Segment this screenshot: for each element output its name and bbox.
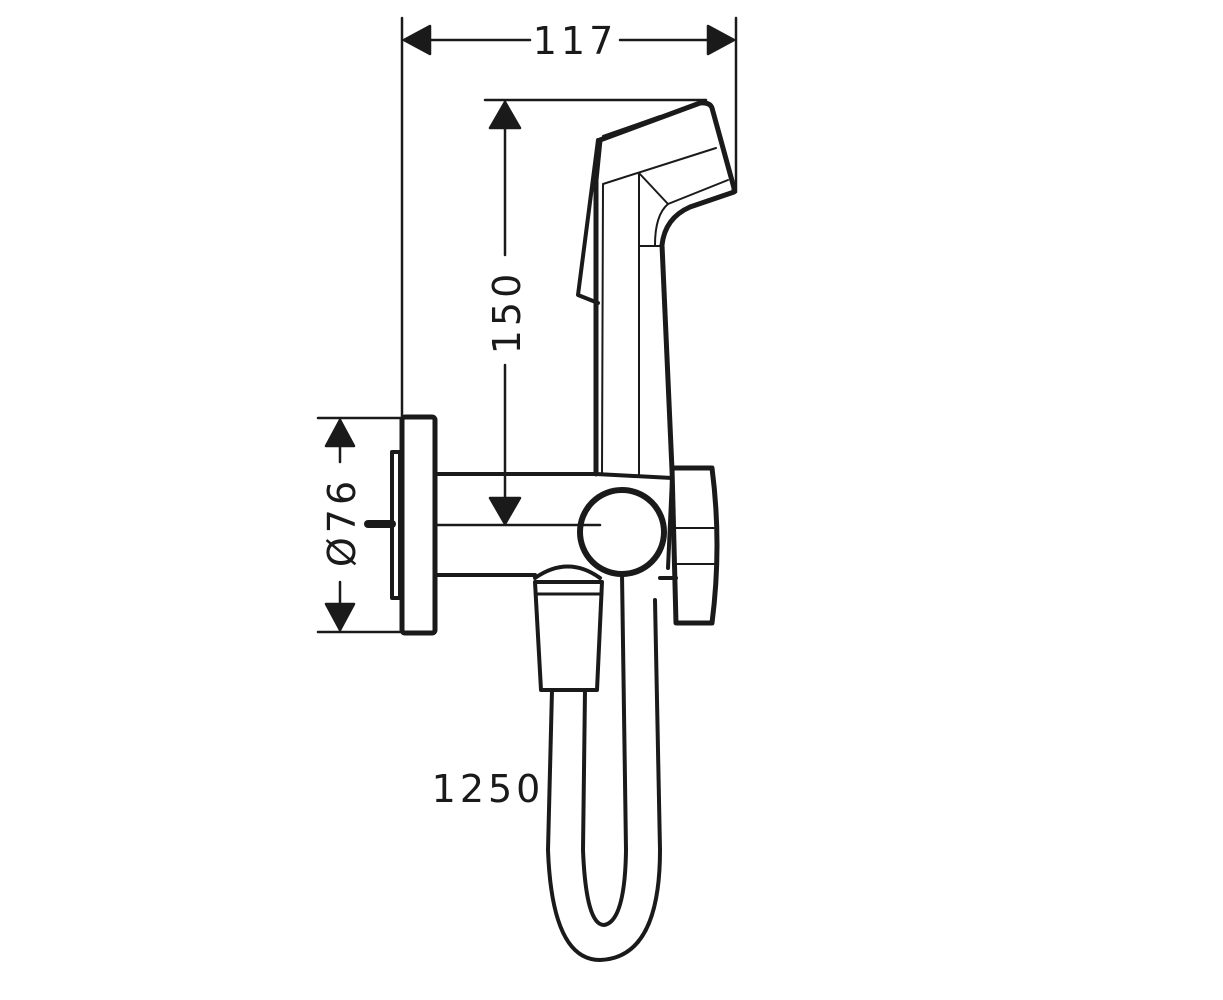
dimension-height (433, 98, 708, 527)
hose (546, 572, 662, 962)
arrow-down-icon (488, 496, 522, 526)
arrow-left-icon (402, 24, 432, 56)
hand-shower (576, 100, 737, 477)
valve-knob (658, 465, 720, 626)
dimension-width-label: 117 (533, 19, 618, 63)
dimension-height-label: 150 (485, 270, 529, 355)
hose-connector (533, 564, 604, 692)
arrow-down-icon (324, 602, 356, 632)
wall-flange (364, 414, 438, 636)
hose-length-label: 1250 (432, 767, 545, 811)
arrow-up-icon (488, 100, 522, 130)
dimension-diameter-label: Ø76 (320, 477, 364, 567)
ball-joint (577, 487, 667, 577)
dimension-diameter (316, 416, 402, 634)
arrow-up-icon (324, 418, 356, 448)
dimension-width (400, 16, 738, 418)
arrow-right-icon (706, 24, 736, 56)
